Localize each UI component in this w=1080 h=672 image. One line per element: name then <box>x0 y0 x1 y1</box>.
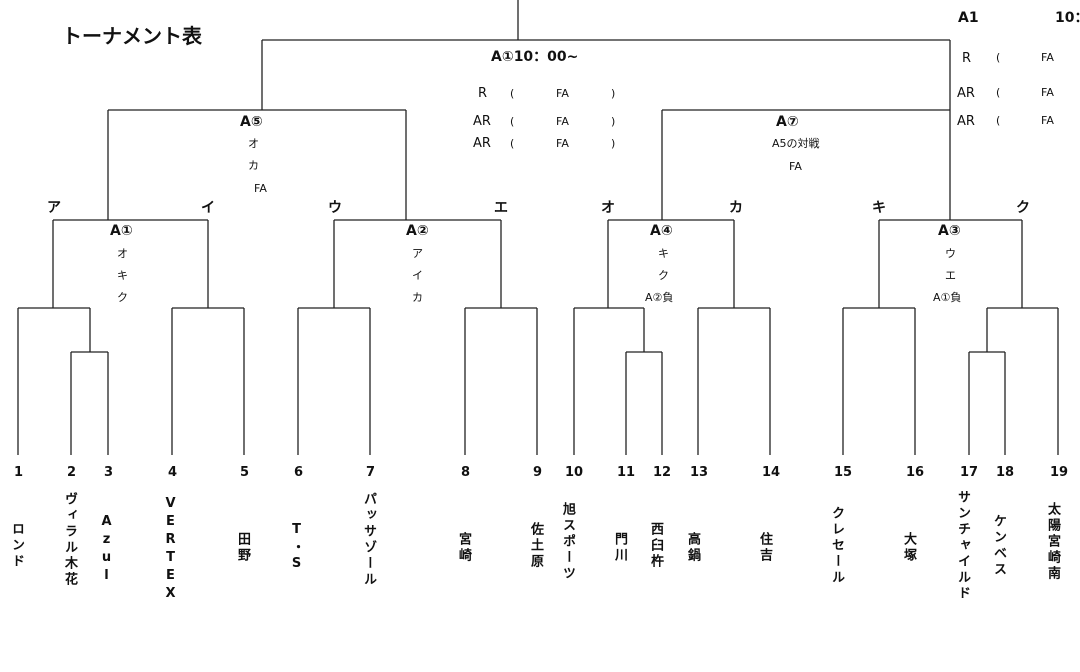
official-paren: ( <box>510 87 515 100</box>
team-number: 13 <box>690 465 709 480</box>
page-title: トーナメント表 <box>62 24 202 48</box>
team-number: 8 <box>461 465 471 480</box>
quarter-match-label: A④ <box>650 223 673 239</box>
team-name: 佐土原 <box>528 522 543 570</box>
official-paren: ) <box>611 137 616 150</box>
official-paren: ( <box>510 137 515 150</box>
official-name: FA <box>1041 114 1054 127</box>
group-label: ア <box>47 200 61 216</box>
header-right-label: A1 <box>958 10 979 26</box>
quarter-match-info: キ <box>658 247 669 260</box>
semi-match-info: カ <box>248 159 259 172</box>
team-number: 1 <box>14 465 24 480</box>
semi-match-info: FA <box>789 160 802 173</box>
team-name: 旭スポーツ <box>560 502 575 582</box>
official-name: FA <box>1041 86 1054 99</box>
group-label: イ <box>201 200 215 216</box>
team-name: 大塚 <box>901 532 916 564</box>
team-name: 西臼杵 <box>648 522 663 570</box>
quarter-match-info: ク <box>658 269 669 282</box>
team-number: 12 <box>653 465 672 480</box>
quarter-match-label: A② <box>406 223 429 239</box>
official-paren: ( <box>996 86 1001 99</box>
official-name: FA <box>556 87 569 100</box>
official-role: AR <box>473 114 491 129</box>
team-name: Azul <box>99 514 114 586</box>
quarter-match-label: A① <box>110 223 133 239</box>
official-paren: ( <box>996 51 1001 64</box>
official-role: AR <box>957 86 975 101</box>
official-name: FA <box>556 137 569 150</box>
team-name: サンチャイルド <box>955 490 970 602</box>
group-label: キ <box>872 200 886 216</box>
group-label: エ <box>494 200 508 216</box>
semi-match-info: オ <box>248 137 259 150</box>
team-number: 5 <box>240 465 250 480</box>
quarter-match-info: ウ <box>945 247 956 260</box>
quarter-match-info: A②負 <box>645 291 674 304</box>
team-name: 高鍋 <box>685 532 700 564</box>
team-name: 門川 <box>612 532 627 564</box>
team-number: 9 <box>533 465 543 480</box>
quarter-match-info: オ <box>117 247 128 260</box>
official-paren: ( <box>510 115 515 128</box>
semi-match-label: A⑦ <box>776 114 799 130</box>
team-number: 3 <box>104 465 114 480</box>
team-name: T・S <box>289 522 304 574</box>
team-number: 15 <box>834 465 853 480</box>
team-name: VERTEX <box>163 496 178 604</box>
team-number: 4 <box>168 465 178 480</box>
team-name: ヴィラル木花 <box>62 492 77 588</box>
team-name: 太陽宮崎南 <box>1045 502 1060 582</box>
team-number: 6 <box>294 465 304 480</box>
team-number: 11 <box>617 465 636 480</box>
group-label: オ <box>601 200 615 216</box>
quarter-match-info: カ <box>412 291 423 304</box>
team-name: ロンド <box>9 522 24 570</box>
team-number: 7 <box>366 465 376 480</box>
team-name: 住吉 <box>757 532 772 564</box>
team-number: 10 <box>565 465 584 480</box>
quarter-match-info: ア <box>412 247 423 260</box>
official-role: R <box>478 86 488 101</box>
group-label: カ <box>729 200 743 216</box>
group-label: ウ <box>328 200 342 216</box>
team-number: 17 <box>960 465 979 480</box>
team-number: 2 <box>67 465 77 480</box>
team-number: 19 <box>1050 465 1069 480</box>
team-name: ケンベス <box>991 514 1006 578</box>
group-label: ク <box>1016 200 1030 216</box>
official-role: AR <box>957 114 975 129</box>
final-match-label: A①10：00~ <box>491 49 579 65</box>
quarter-match-info: キ <box>117 269 128 282</box>
official-role: AR <box>473 136 491 151</box>
team-name: 宮崎 <box>456 532 471 564</box>
team-name: クレセール <box>829 506 844 586</box>
quarter-match-info: イ <box>412 269 423 282</box>
quarter-match-info: ク <box>117 291 128 304</box>
team-number: 18 <box>996 465 1015 480</box>
official-name: FA <box>1041 51 1054 64</box>
official-name: FA <box>556 115 569 128</box>
header-right-time: 10： <box>1055 10 1080 26</box>
semi-match-info: FA <box>254 182 267 195</box>
quarter-match-info: エ <box>945 269 956 282</box>
semi-match-info: A5の対戦 <box>772 137 820 150</box>
quarter-match-info: A①負 <box>933 291 962 304</box>
official-role: R <box>962 51 972 66</box>
team-number: 14 <box>762 465 781 480</box>
team-name: 田野 <box>235 532 250 564</box>
official-paren: ( <box>996 114 1001 127</box>
quarter-match-label: A③ <box>938 223 961 239</box>
team-name: パッサゾール <box>361 492 376 588</box>
official-paren: ) <box>611 87 616 100</box>
semi-match-label: A⑤ <box>240 114 263 130</box>
team-number: 16 <box>906 465 925 480</box>
official-paren: ) <box>611 115 616 128</box>
